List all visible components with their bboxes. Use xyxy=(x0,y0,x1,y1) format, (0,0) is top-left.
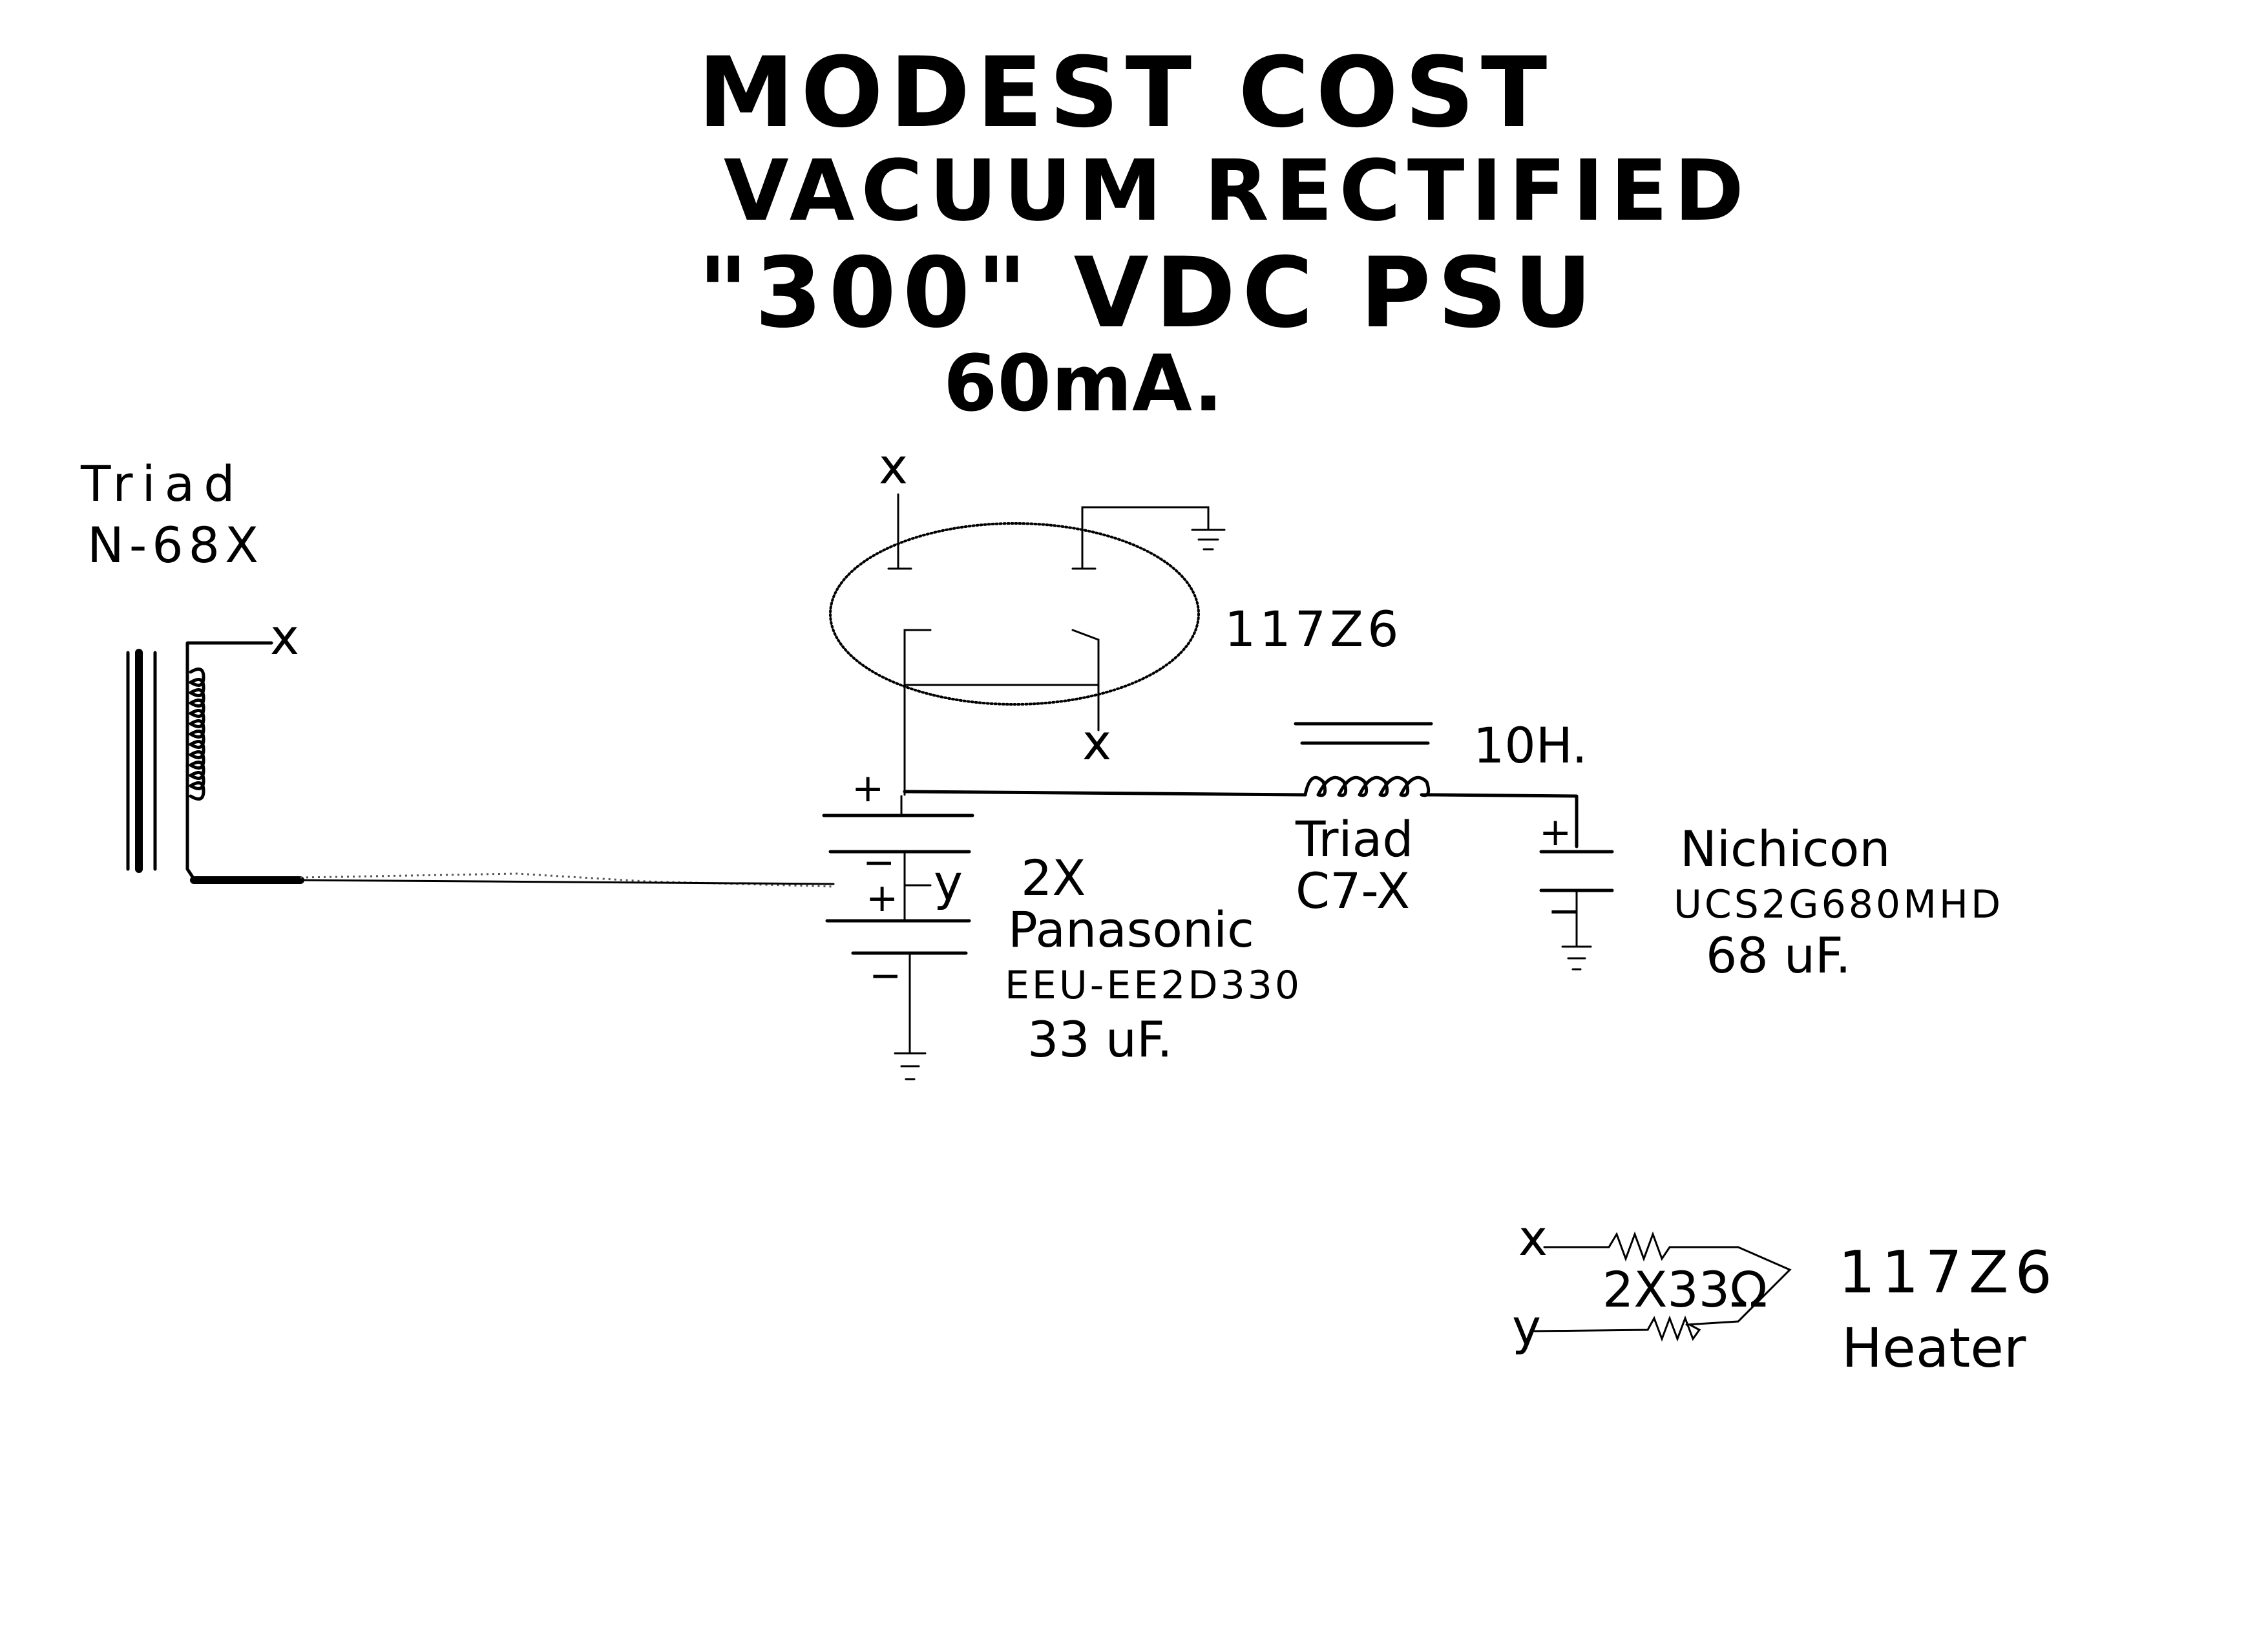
title-line-4: 60mA. xyxy=(943,339,1223,429)
cap1-plus-top: + xyxy=(852,766,884,811)
tube-right-plate-lead xyxy=(1081,506,1210,570)
rectifier-tube: x x 117Z6 xyxy=(829,437,1402,796)
cap1-plus-mid: + xyxy=(866,876,898,921)
heater-node-y: y xyxy=(1512,1298,1541,1356)
first-filter-capacitor: + − + y − 2X Panasonic EEU-EE2D330 33 uF… xyxy=(822,766,1302,1080)
choke-value: 10H. xyxy=(1473,717,1588,774)
cap2-part: UCS2G680MHD xyxy=(1674,882,2003,927)
tube-right-cathode xyxy=(903,629,1100,686)
heater-string: x y 2X33Ω 117Z6 Heater xyxy=(1512,1209,2059,1380)
cap2-brand: Nichicon xyxy=(1680,820,1891,878)
title-line-1: MODEST COST xyxy=(698,37,1553,149)
title-block: MODEST COST VACUUM RECTIFIED "300" VDC P… xyxy=(698,37,1750,429)
secondary-wire xyxy=(299,879,835,885)
title-line-2: VACUUM RECTIFIED xyxy=(724,142,1750,240)
cap1-brand: Panasonic xyxy=(1008,901,1254,958)
transformer-winding-coil xyxy=(189,668,205,801)
tube-envelope xyxy=(829,522,1200,706)
heater-tube-label: 117Z6 xyxy=(1838,1239,2059,1307)
cap1-qty: 2X xyxy=(1021,849,1086,907)
cap1-minus-mid: − xyxy=(863,840,895,885)
cap1-minus-bottom: − xyxy=(869,953,901,998)
transformer-model: N-68X xyxy=(87,516,264,574)
second-filter-capacitor: + − Nichicon UCS2G680MHD 68 uF. xyxy=(1539,810,2003,984)
filter-choke: 10H. Triad C7-X xyxy=(1294,717,1588,920)
cap1-node-y: y xyxy=(934,854,963,911)
heater-resistor-label: 2X33Ω xyxy=(1602,1261,1767,1318)
choke-brand: Triad xyxy=(1295,810,1413,868)
cap2-plus: + xyxy=(1539,810,1571,855)
transformer-secondary-frame xyxy=(185,641,196,881)
transformer-brand: Triad xyxy=(80,455,244,512)
tube-bottom-terminal: x xyxy=(1082,713,1111,771)
heater-resistor-bottom xyxy=(1533,1315,1701,1342)
cap2-value: 68 uF. xyxy=(1706,927,1851,984)
power-transformer: Triad N-68X x xyxy=(80,455,835,888)
cap2-minus: − xyxy=(1548,889,1580,934)
choke-model: C7-X xyxy=(1296,862,1410,920)
choke-coil xyxy=(1303,775,1436,797)
cap1-part: EEU-EE2D330 xyxy=(1005,963,1302,1008)
b-plus-rail-left xyxy=(903,790,1307,797)
tube-left-cathode xyxy=(903,629,932,796)
heater-node-x: x xyxy=(1518,1209,1548,1267)
cap1-value: 33 uF. xyxy=(1027,1011,1173,1068)
heater-resistor-top xyxy=(1543,1231,1792,1326)
transformer-top-terminal: x xyxy=(270,608,299,666)
tube-top-terminal: x xyxy=(879,437,908,495)
tube-label: 117Z6 xyxy=(1224,600,1402,658)
title-line-3: "300" VDC PSU xyxy=(698,237,1599,350)
heater-label: Heater xyxy=(1842,1316,2026,1380)
b-plus-rail-right xyxy=(1433,793,1579,848)
